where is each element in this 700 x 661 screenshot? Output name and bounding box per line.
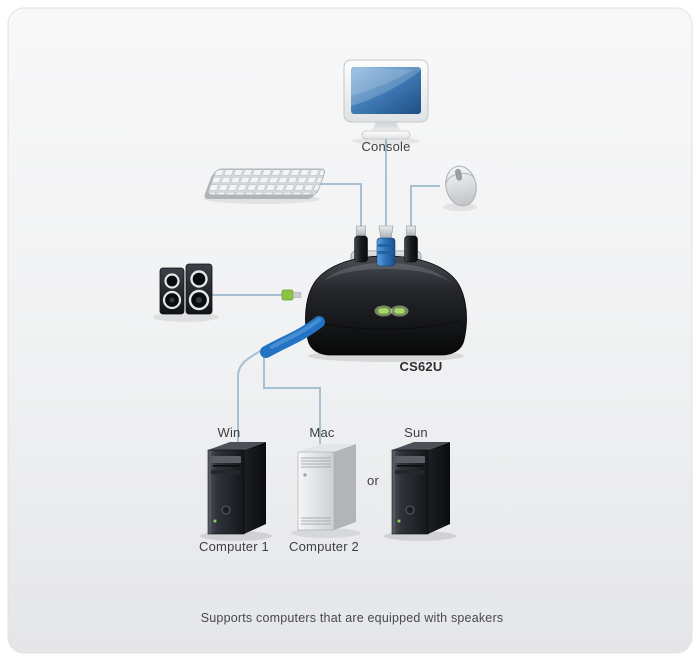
platform-label-sun: Sun [404, 425, 428, 440]
computer1-cable-line [237, 349, 263, 450]
usb-plug-keyboard-icon [354, 225, 368, 263]
computer2-caption: Computer 2 [289, 539, 359, 554]
usb-plug-mouse-icon [404, 225, 418, 263]
computer1-caption: Computer 1 [199, 539, 269, 554]
audio-plug-icon [281, 289, 302, 301]
led-port2 [393, 307, 406, 315]
vga-plug-icon [376, 225, 396, 267]
connection-lines [212, 138, 440, 450]
kvm-model-label: CS62U [399, 359, 443, 374]
computer-tower-mac-icon [291, 444, 361, 538]
monitor-icon [343, 59, 429, 145]
keyboard-cable-line [306, 183, 362, 228]
mouse-icon [443, 165, 477, 211]
speakers-icon [153, 263, 219, 322]
footnote: Supports computers that are equipped wit… [200, 611, 504, 625]
led-port1 [377, 307, 390, 315]
computer-tower-sun-icon [383, 441, 457, 542]
keyboard-icon [204, 168, 326, 204]
mouse-cable-line [410, 185, 440, 228]
computer-tower-dark-icon [200, 442, 272, 541]
or-label: or [367, 473, 379, 488]
console-label: Console [361, 139, 411, 154]
platform-label-win: Win [217, 425, 241, 440]
platform-label-mac: Mac [309, 425, 335, 440]
kvm-switch-icon [260, 250, 467, 362]
computer2-cable-line [263, 350, 321, 446]
